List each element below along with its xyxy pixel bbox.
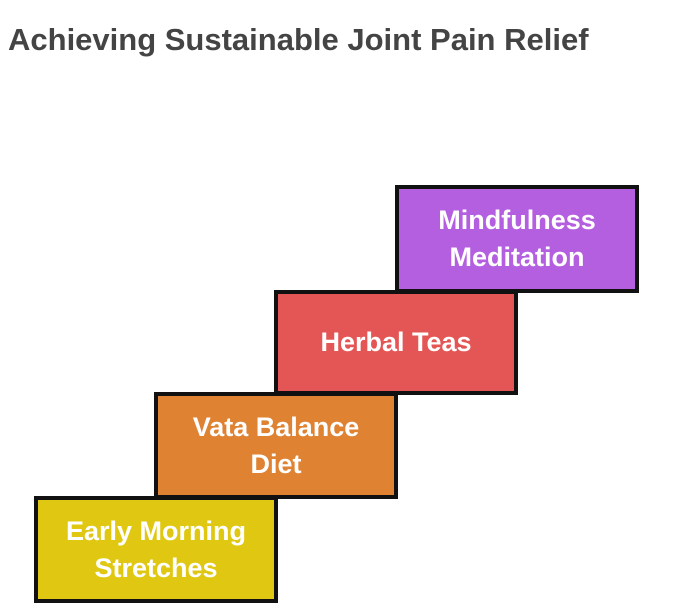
step-label-line: Mindfulness: [438, 205, 596, 235]
step-label-line: Vata Balance: [192, 411, 360, 442]
step-label: Mindfulness Meditation: [438, 202, 596, 276]
step-label: Early Morning Stretches: [66, 513, 246, 587]
step-label-line: Meditation: [449, 242, 585, 272]
step-herbal-teas: Herbal Teas: [274, 290, 518, 395]
step-label-line: Diet: [250, 448, 302, 479]
step-label: Vata Balance Diet: [193, 409, 360, 483]
step-vata-balance-diet: Vata Balance Diet: [154, 392, 398, 499]
step-label-line: Stretches: [94, 552, 218, 583]
step-label: Herbal Teas: [320, 324, 471, 361]
step-early-morning-stretches: Early Morning Stretches: [34, 496, 278, 603]
step-label-line: Early Morning: [65, 515, 247, 546]
diagram-title: Achieving Sustainable Joint Pain Relief: [8, 22, 589, 57]
step-label-line: Herbal Teas: [320, 327, 472, 357]
step-mindfulness-meditation: Mindfulness Meditation: [395, 185, 639, 293]
